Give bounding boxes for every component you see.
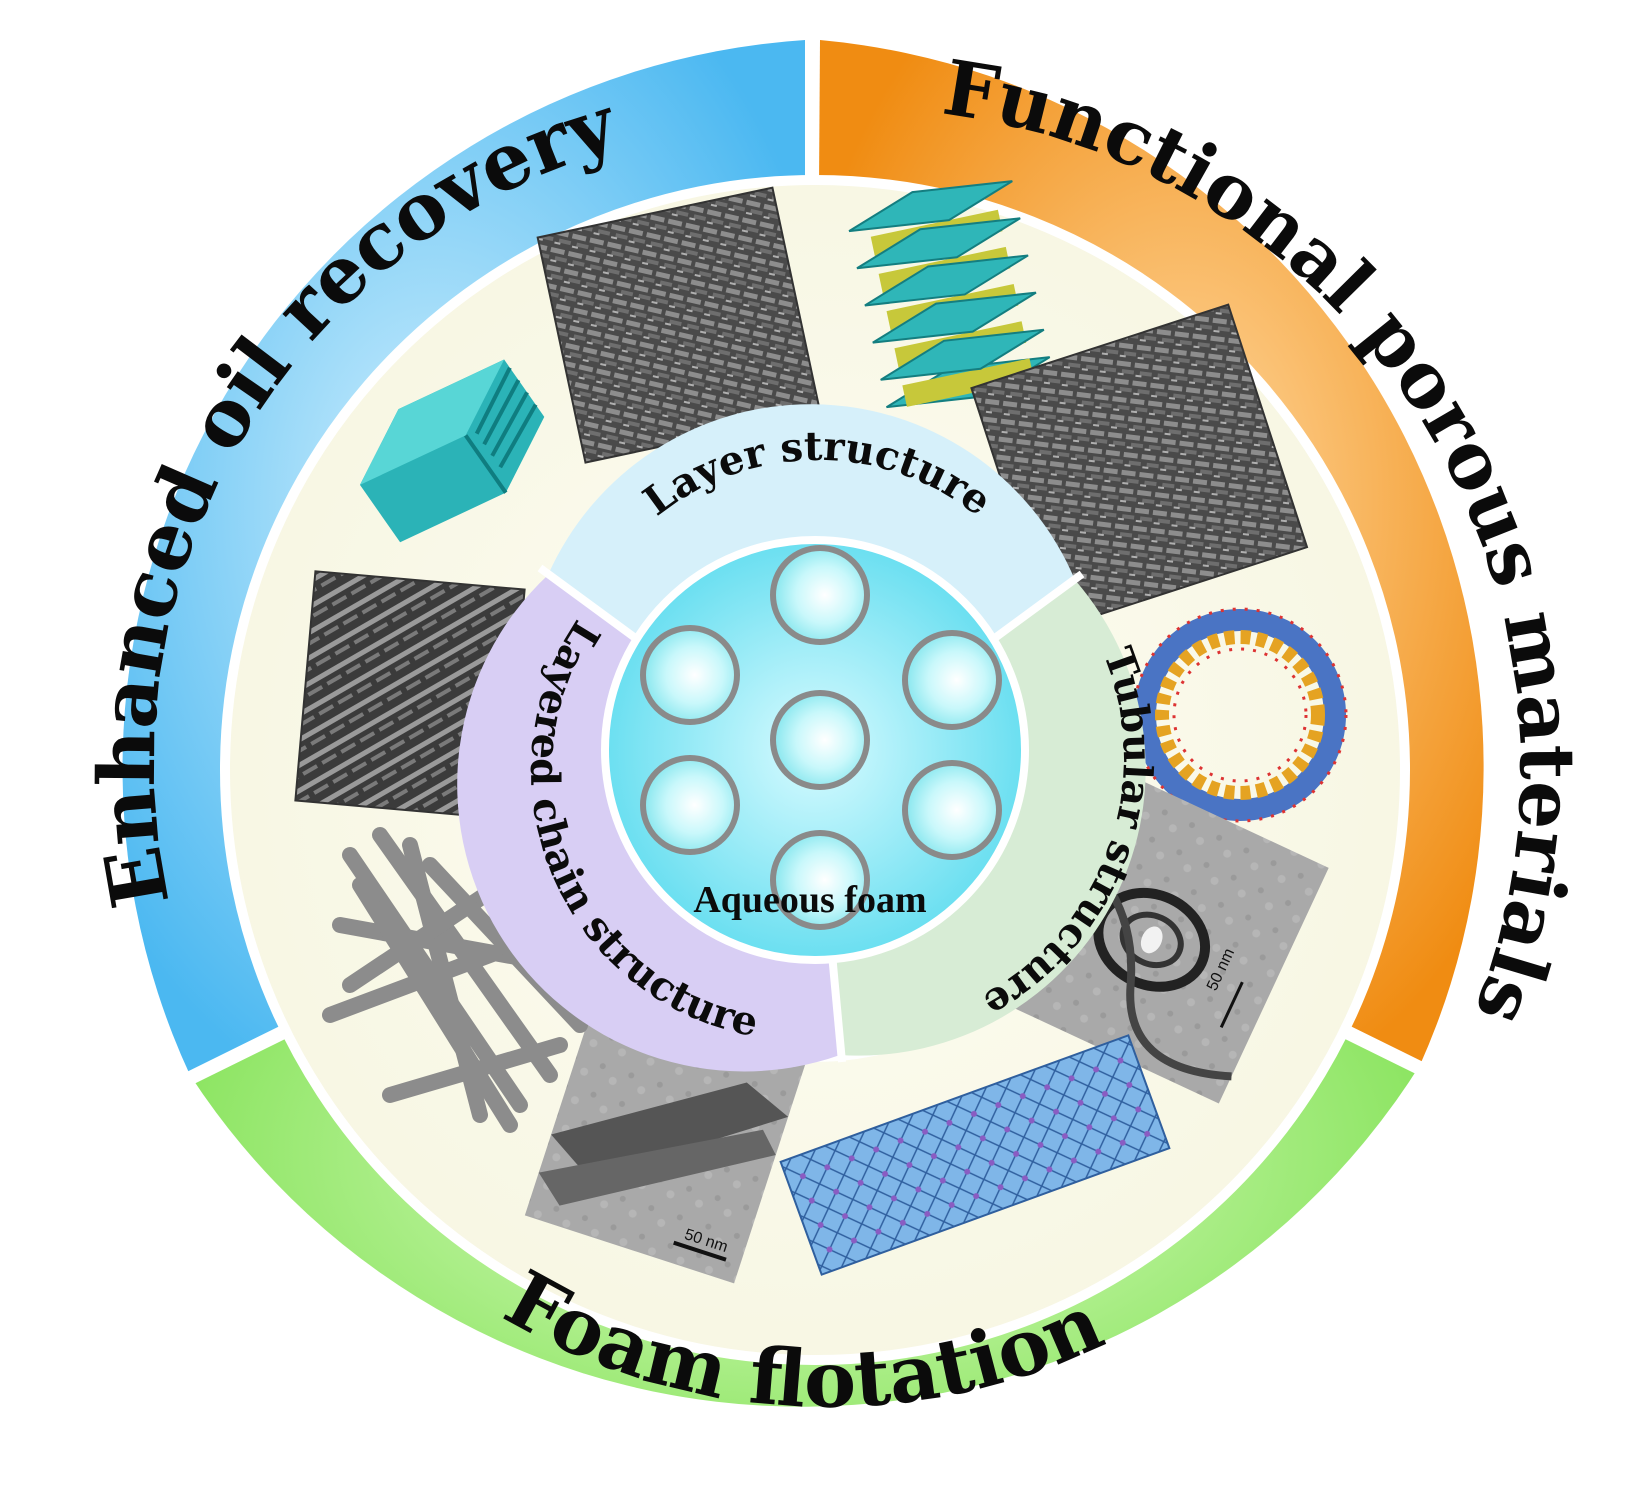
bubble bbox=[770, 690, 870, 790]
bubble bbox=[770, 545, 870, 645]
tubular-ring-model bbox=[1132, 607, 1348, 823]
bubble bbox=[902, 760, 1002, 860]
bubble bbox=[902, 630, 1002, 730]
bubble bbox=[640, 625, 740, 725]
bubble bbox=[770, 830, 870, 930]
tubular-framework-model bbox=[779, 1034, 1171, 1276]
layer-stack-model bbox=[848, 180, 1051, 409]
bubbles bbox=[640, 545, 1002, 930]
bubble bbox=[640, 755, 740, 855]
layered-prism-model bbox=[359, 359, 545, 543]
label-aqueous-foam: Aqueous foam bbox=[693, 879, 926, 921]
